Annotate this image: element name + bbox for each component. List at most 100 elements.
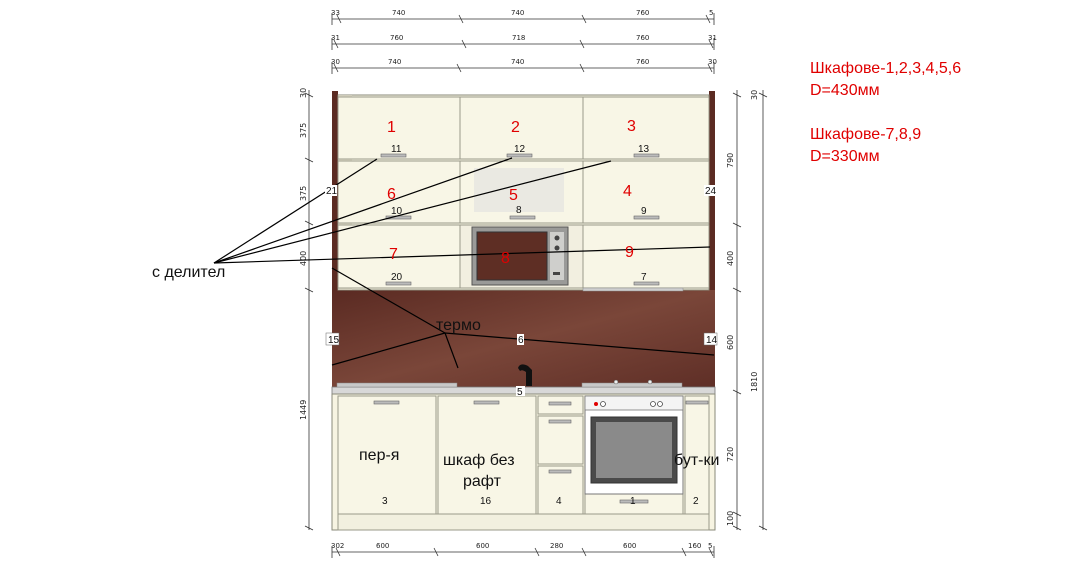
right-dimension-labels: 30 790 400 600 720 100 1810 — [726, 90, 759, 526]
handle-icon — [548, 401, 572, 406]
right-side-panel — [709, 91, 715, 393]
dim-label: 600 — [476, 542, 489, 550]
note-line: Шкафове-7,8,9 — [810, 126, 921, 143]
cabinet-label-multiline: шкаф без рафт — [443, 452, 519, 490]
glass-insert — [474, 168, 564, 212]
dim-label: 1810 — [750, 372, 759, 392]
leader-lines — [213, 157, 715, 369]
kitchen-unit — [331, 91, 716, 531]
microwave-knob-icon — [554, 245, 560, 251]
oven — [584, 395, 684, 495]
dim-label: 30 — [708, 58, 717, 66]
dim-label: 302 — [331, 542, 344, 550]
dim-label: 400 — [726, 251, 735, 266]
side-panel-number: 14 — [706, 335, 718, 346]
lower-door — [337, 395, 437, 515]
handle-icon — [633, 281, 660, 286]
dim-label: 5 — [708, 542, 712, 550]
cabinet-number: 6 — [387, 186, 396, 203]
dim-label: 375 — [299, 123, 308, 138]
upper-door — [582, 160, 710, 224]
handle-number: 8 — [516, 205, 522, 216]
top-dimension-row-1: 33 740 740 760 5 — [331, 9, 713, 17]
dim-label: 600 — [376, 542, 389, 550]
dim-label: 31 — [708, 34, 717, 42]
handle-number: 13 — [638, 144, 650, 155]
left-side-panel — [332, 91, 338, 393]
hob-burner-icon — [647, 379, 653, 385]
cabinet-number: 1 — [630, 496, 636, 507]
cabinet-number: 9 — [625, 244, 634, 261]
left-dimension-labels: 30 375 375 400 1449 — [299, 88, 308, 420]
thermo-annotation: термо — [436, 317, 481, 334]
oven-indicator-icon — [594, 402, 598, 406]
dim-label: 760 — [390, 34, 403, 42]
dim-label: 760 — [636, 9, 649, 17]
lower-handles — [373, 400, 709, 504]
drawer — [537, 415, 584, 465]
oven-knob-icon — [650, 401, 656, 407]
dim-label: 30 — [750, 90, 759, 100]
dim-label: 790 — [726, 153, 735, 168]
cabinet-number: 4 — [556, 496, 562, 507]
cabinet-number: 2 — [511, 119, 520, 136]
dim-label: 160 — [688, 542, 701, 550]
handle-number: 10 — [391, 206, 403, 217]
handle-icon — [633, 153, 660, 158]
dim-label: 718 — [512, 34, 525, 42]
dim-label: 31 — [331, 34, 340, 42]
cabinet-number: 8 — [501, 250, 510, 267]
dim-label: 740 — [511, 58, 524, 66]
cabinet-number: 4 — [623, 183, 632, 200]
hob-burner-icon — [613, 379, 619, 385]
handle-icon — [619, 499, 649, 504]
lower-cabinet-labels: пер-я шкаф без рафт бут-ки — [359, 447, 719, 490]
dim-label: 1449 — [299, 400, 308, 420]
dim-label: 280 — [550, 542, 563, 550]
handle-icon — [548, 469, 572, 474]
cabinet-number: 3 — [627, 118, 636, 135]
upper-door — [582, 96, 710, 160]
cabinet-number: 2 — [693, 496, 699, 507]
shelf-strip — [582, 287, 684, 292]
note-line: D=330мм — [810, 148, 880, 165]
center-number: 6 — [518, 335, 524, 346]
top-dimension-row-3: 30 740 740 760 30 — [331, 58, 717, 66]
cabinet-label: пер-я — [359, 447, 399, 464]
dim-label: 740 — [392, 9, 405, 17]
cabinet-number: 1 — [387, 119, 396, 136]
top-dimension-lines — [331, 13, 715, 74]
hob-surface — [581, 382, 683, 388]
handle-number: 7 — [641, 272, 647, 283]
dim-label: 100 — [726, 511, 735, 526]
sink-edge — [336, 382, 458, 388]
cabinet-number: 5 — [509, 187, 518, 204]
side-panel-number: 15 — [328, 335, 340, 346]
handle-icon — [509, 215, 536, 220]
cabinet-number: 7 — [389, 246, 398, 263]
upper-door — [459, 96, 584, 160]
dim-label: 740 — [388, 58, 401, 66]
bottom-dimension-line — [331, 546, 715, 558]
top-dimension-row-2: 31 760 718 760 31 — [331, 34, 717, 42]
right-dimension-lines — [732, 90, 768, 531]
dim-label: 375 — [299, 186, 308, 201]
dim-label: 740 — [511, 9, 524, 17]
upper-cabinet-numbers: 1 2 3 6 5 4 7 8 9 — [387, 118, 636, 267]
lower-cabinet-numbers: 3 16 4 1 2 — [382, 496, 699, 507]
depth-notes: Шкафове-1,2,3,4,5,6 D=430мм Шкафове-7,8,… — [810, 60, 961, 165]
cabinet-number: 16 — [480, 496, 492, 507]
left-dimension-line — [304, 90, 314, 531]
upper-handles — [380, 153, 660, 286]
upper-door — [582, 224, 710, 289]
cabinet-label: бут-ки — [674, 452, 719, 469]
side-panel-number: 24 — [705, 186, 717, 197]
handle-icon — [380, 153, 407, 158]
handle-icon — [385, 281, 412, 286]
plinth — [337, 513, 710, 531]
side-labels: 21 24 15 14 6 5 — [325, 185, 718, 398]
side-panel-number: 21 — [326, 186, 338, 197]
note-line: D=430мм — [810, 82, 880, 99]
dim-label: 760 — [636, 58, 649, 66]
handle-icon — [473, 400, 500, 405]
